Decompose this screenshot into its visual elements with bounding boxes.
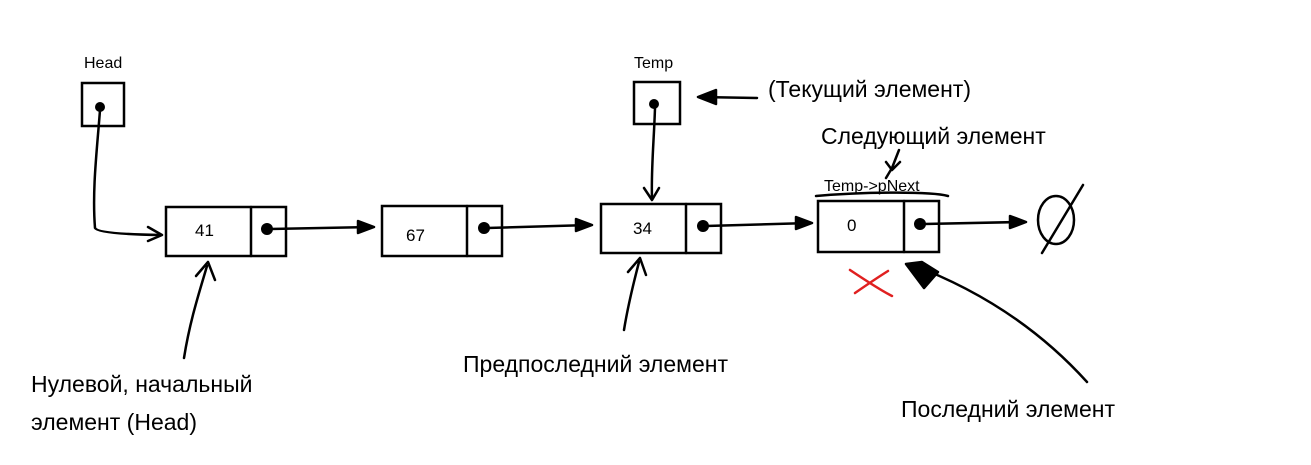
node4-to-null-arrow [922, 220, 1022, 226]
node2-arrowhead [574, 217, 594, 233]
node3-arrowhead [794, 215, 814, 231]
temp-to-node3-arrow [650, 106, 657, 200]
node1-to-node2-arrow [268, 225, 374, 231]
head-to-node1-arrow [92, 108, 162, 237]
node2-to-node3-arrow [485, 223, 592, 230]
node3-to-node4-arrow [704, 221, 812, 228]
temp-pnext-underline [814, 191, 950, 198]
last-arrowhead [904, 260, 940, 290]
last-element-label: Последний элемент [901, 396, 1115, 422]
node-1-next-dot [261, 223, 273, 235]
node-3-value: 34 [633, 219, 652, 238]
node-2-next-dot [478, 222, 490, 234]
removed-mark [848, 268, 894, 298]
temp-pointer-dot [649, 99, 659, 109]
next-element-arrow [884, 148, 902, 180]
node4-arrowhead [1008, 214, 1028, 230]
next-element-label: Следующий элемент [821, 123, 1046, 149]
head-pointer-label: Head [84, 55, 122, 72]
current-arrowhead [696, 88, 718, 106]
head-pointer-box [80, 81, 126, 128]
temp-pnext-label: Temp->pNext [824, 178, 920, 195]
node-1-value: 41 [195, 221, 214, 240]
temp-arrowhead [642, 186, 661, 202]
null-circle [1036, 194, 1076, 246]
penultimate-annotation-arrow [622, 260, 641, 332]
penultimate-arrowhead [626, 256, 648, 277]
null-slash [1040, 183, 1085, 255]
node-4-value: 0 [847, 216, 856, 235]
zero-element-label-line2: элемент (Head) [31, 409, 197, 435]
temp-pointer-label: Temp [634, 55, 673, 72]
current-element-label: (Текущий элемент) [768, 76, 971, 102]
zero-annotation-arrowhead [194, 260, 217, 282]
penultimate-element-label: Предпоследний элемент [463, 351, 728, 377]
last-annotation-arrow [908, 262, 1089, 384]
head-arrowhead [146, 225, 164, 243]
node1-arrowhead [356, 219, 376, 235]
head-pointer-dot [95, 102, 105, 112]
node-3-next-dot [697, 220, 709, 232]
node-2-value: 67 [406, 226, 425, 245]
zero-annotation-arrow [182, 264, 209, 360]
zero-element-label-line1: Нулевой, начальный [31, 371, 252, 397]
node-4-next-dot [914, 218, 926, 230]
